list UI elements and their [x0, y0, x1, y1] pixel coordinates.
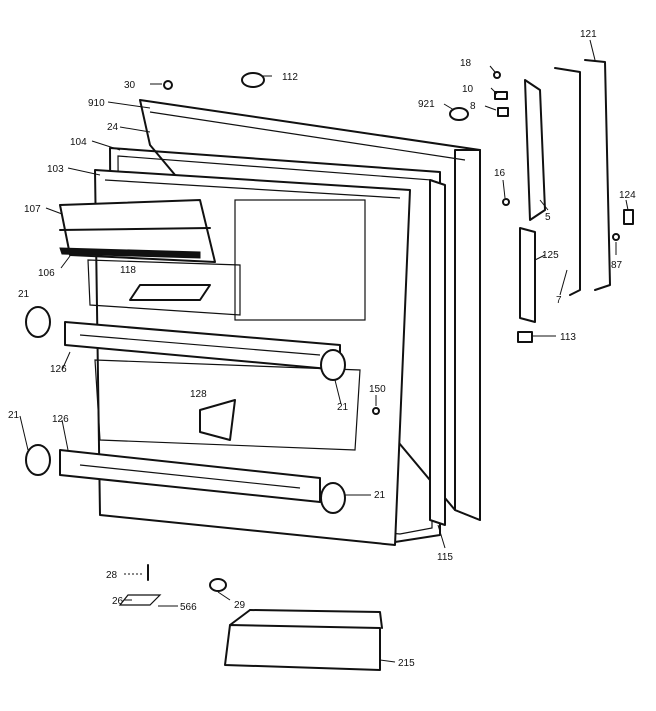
callout-215: 215 — [398, 658, 415, 669]
hinge-assemblies — [524, 59, 611, 296]
callout-87: 87 — [611, 260, 623, 271]
callout-29: 29 — [234, 600, 246, 611]
callout-10: 10 — [462, 84, 474, 95]
callout-7: 7 — [556, 295, 562, 306]
callout-18: 18 — [460, 58, 472, 69]
callout-125: 125 — [542, 250, 559, 261]
shelf-rail-lower — [59, 449, 321, 503]
callout-103: 103 — [47, 164, 64, 175]
callout-121: 121 — [580, 29, 597, 40]
callout-112: 112 — [282, 72, 298, 83]
dairy-hinge — [129, 284, 211, 301]
small-hardware — [118, 71, 634, 606]
callout-126-upper: 126 — [50, 364, 67, 375]
callout-21-lower-left: 21 — [8, 410, 20, 421]
callout-5: 5 — [545, 212, 551, 223]
callout-104: 104 — [70, 137, 87, 148]
callout-921: 921 — [418, 99, 435, 110]
bracket — [199, 399, 236, 441]
callout-28: 28 — [106, 570, 118, 581]
callout-24: 24 — [107, 122, 119, 133]
callout-30: 30 — [124, 80, 136, 91]
callout-566: 566 — [180, 602, 197, 613]
callout-106: 106 — [38, 268, 55, 279]
callout-126-lower: 126 — [52, 414, 69, 425]
handle-strip — [519, 227, 536, 323]
callout-16: 16 — [494, 168, 506, 179]
callout-150: 150 — [369, 384, 386, 395]
callout-128: 128 — [190, 389, 207, 400]
dairy-door — [59, 199, 216, 263]
door-bin — [224, 609, 383, 671]
callout-115: 115 — [437, 552, 453, 563]
callout-118: 118 — [120, 265, 136, 276]
callout-8: 8 — [470, 101, 476, 112]
callout-107: 107 — [24, 204, 41, 215]
shelf-support-clips — [25, 306, 346, 514]
callout-124: 124 — [619, 190, 636, 201]
callout-21-lower-right: 21 — [374, 490, 386, 501]
leader-lines — [19, 39, 629, 663]
callout-910: 910 — [88, 98, 105, 109]
callout-113: 113 — [560, 332, 576, 343]
callout-21-mid-right: 21 — [337, 402, 349, 413]
callout-labels: 30 112 910 24 104 103 107 106 118 21 126… — [8, 29, 636, 669]
door-stop-strip — [429, 179, 446, 526]
callout-21-upper-left: 21 — [18, 289, 30, 300]
callout-26: 26 — [112, 596, 124, 607]
